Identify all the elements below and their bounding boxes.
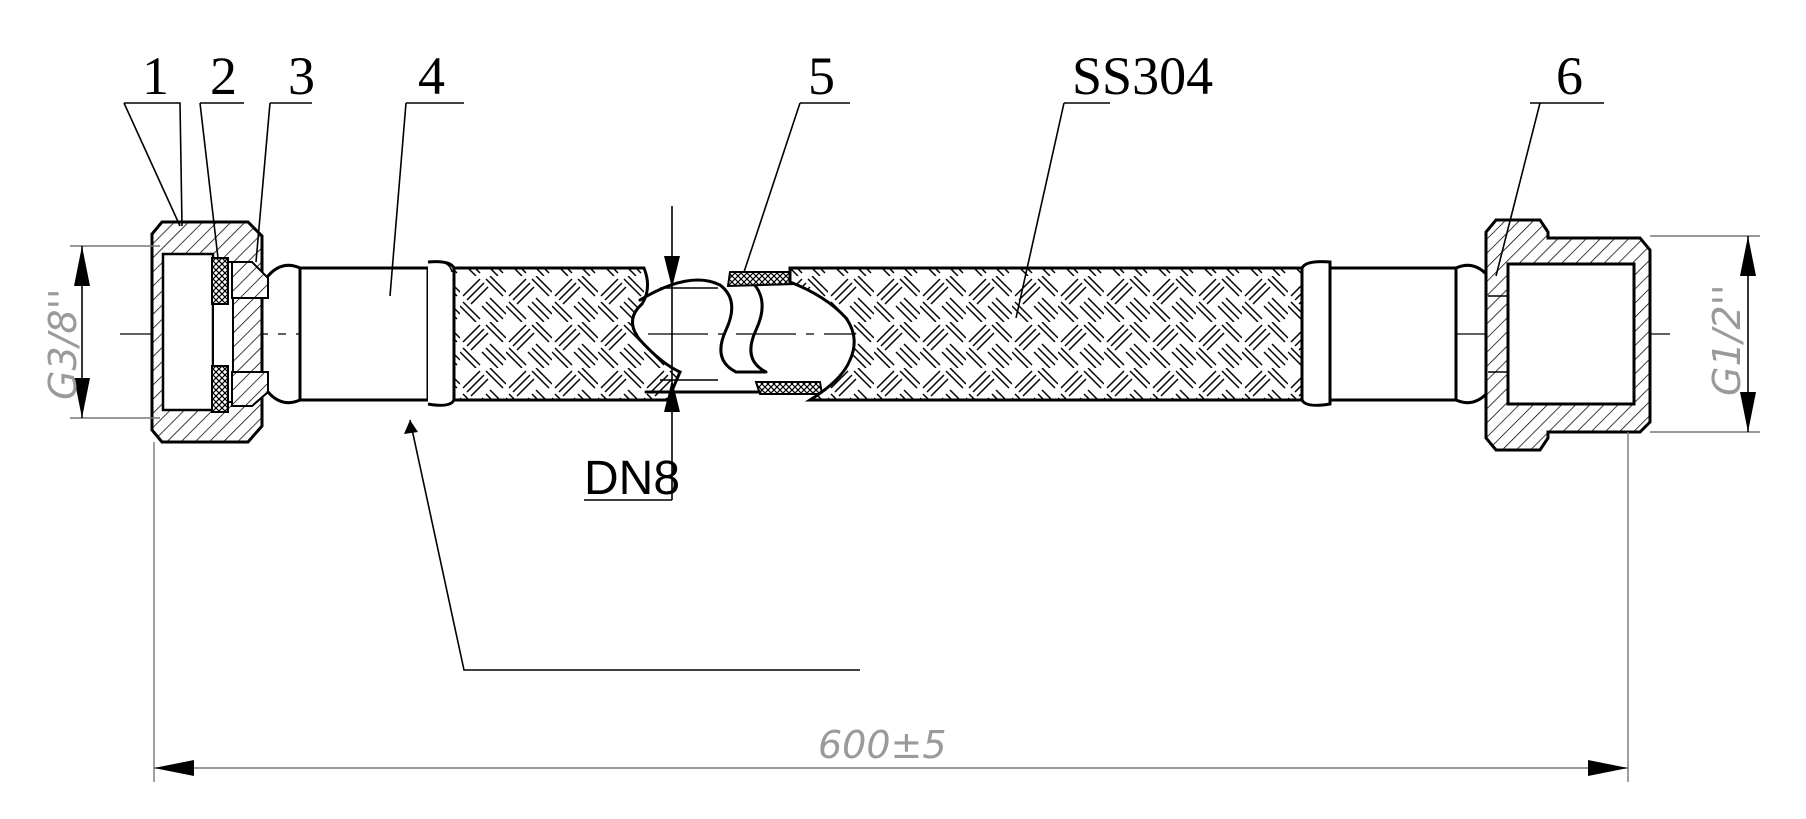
material-label: SS304 (1072, 46, 1213, 106)
callout-leaders (123, 102, 1604, 671)
callout-6: 6 (1556, 46, 1583, 106)
callout-3: 3 (288, 46, 315, 106)
callout-4: 4 (418, 46, 445, 106)
callout-1: 1 (142, 46, 169, 106)
overall-length-dimension (153, 432, 1629, 782)
left-nut (150, 220, 264, 444)
right-ferrule (1300, 260, 1490, 407)
right-thread-label: G1/2'' (1705, 285, 1749, 397)
right-fitting (1484, 218, 1652, 452)
left-thread-dimension (70, 245, 160, 419)
callout-5: 5 (808, 46, 835, 106)
callout-2: 2 (210, 46, 237, 106)
left-ferrule (266, 260, 456, 407)
braided-hose-main (788, 266, 1304, 402)
insert (231, 261, 269, 407)
gasket (211, 257, 229, 413)
right-thread-dimension (1650, 235, 1760, 433)
dn8-dimension (584, 206, 718, 501)
overall-length-label: 600±5 (818, 723, 947, 767)
braided-hose-left (452, 266, 682, 402)
left-thread-label: G3/8'' (41, 289, 85, 401)
dn8-label: DN8 (584, 452, 680, 505)
